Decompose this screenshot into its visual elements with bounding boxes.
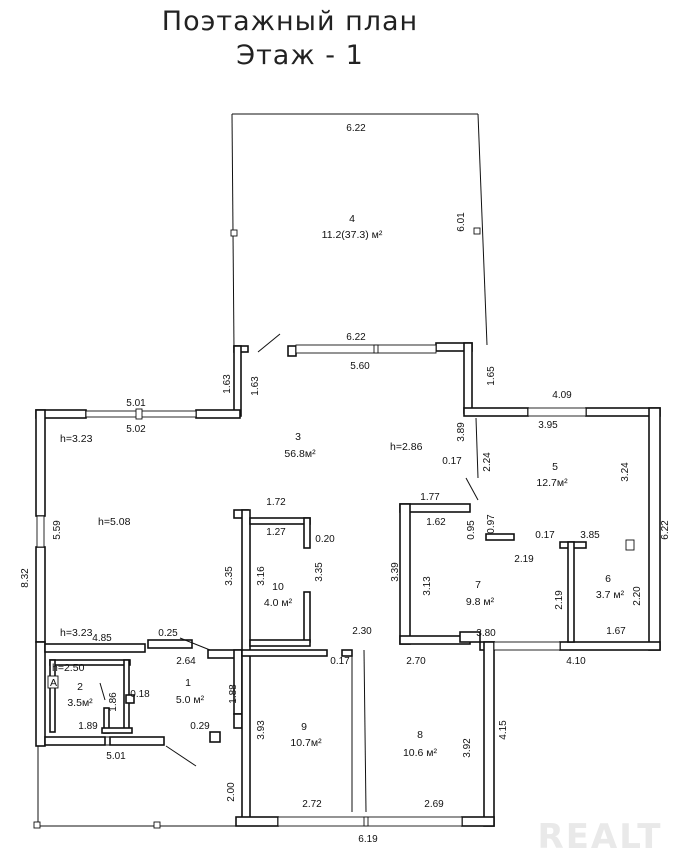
room-2-area: 3.5м² <box>67 697 93 709</box>
dimension: 1.77 <box>420 492 440 503</box>
dimension: 0.20 <box>315 534 335 545</box>
dimension: 1.89 <box>78 721 98 732</box>
room-8-area: 10.6 м² <box>403 747 438 759</box>
dimension: 2.64 <box>176 656 196 667</box>
dimension: 4.10 <box>566 656 586 667</box>
windows <box>36 344 635 827</box>
dimension: 1.27 <box>266 527 286 538</box>
dimension: 2.20 <box>632 586 643 606</box>
dimension: 3.39 <box>390 562 401 582</box>
height-label: h=2.50 <box>52 662 85 674</box>
dimension: 2.19 <box>514 554 534 565</box>
room-2-number: 2 <box>77 681 83 693</box>
dimension: 3.35 <box>314 562 325 582</box>
floor-label: Этаж - 1 <box>236 40 364 71</box>
dimension: 0.17 <box>535 530 555 541</box>
dimension: 1.67 <box>606 626 626 637</box>
room-1-number: 1 <box>185 677 191 689</box>
dimension: 0.95 <box>466 520 477 540</box>
dimension: 1.86 <box>108 692 119 712</box>
dimension: 2.69 <box>424 799 444 810</box>
doors: A <box>47 637 367 813</box>
dimension: 3.13 <box>422 576 433 596</box>
outdoor-boundary <box>33 746 236 829</box>
dimension: 0.18 <box>130 689 150 700</box>
dimension: 5.60 <box>350 361 370 372</box>
room-6-area: 3.7 м² <box>596 589 625 601</box>
height-label: h=5.08 <box>98 516 131 528</box>
dimension: 4.09 <box>552 390 572 401</box>
dimension: 6.19 <box>358 834 378 845</box>
dimension: 3.95 <box>538 420 558 431</box>
dimension: 4.15 <box>498 720 509 740</box>
dimension-labels: 6.22 6.22 5.60 5.01 5.02 4.09 3.95 0.17 … <box>78 123 626 845</box>
dimension: 5.59 <box>52 520 63 540</box>
plan-title: Поэтажный план <box>162 6 418 37</box>
dimension: 0.29 <box>190 721 210 732</box>
dimension: 3.85 <box>580 530 600 541</box>
dimension: 3.93 <box>256 720 267 740</box>
room-9-area: 10.7м² <box>290 737 322 749</box>
watermark-logo: REALT <box>538 817 663 857</box>
dimension: 2.72 <box>302 799 322 810</box>
dimension: 0.17 <box>442 456 462 467</box>
dimension: 1.63 <box>250 376 261 396</box>
dimension: 1.63 <box>222 374 233 394</box>
room-8-number: 8 <box>417 729 423 741</box>
room-5-number: 5 <box>552 461 558 473</box>
room-1-area: 5.0 м² <box>176 694 205 706</box>
dimension: 2.70 <box>406 656 426 667</box>
dimension: 6.22 <box>346 123 366 134</box>
dimension: 1.62 <box>426 517 446 528</box>
dimension: 0.17 <box>330 656 350 667</box>
room-7-number: 7 <box>475 579 481 591</box>
dimension: 3.16 <box>256 566 267 586</box>
terrace-outline <box>230 113 488 353</box>
dimension: 6.01 <box>456 212 467 232</box>
room-10-area: 4.0 м² <box>264 597 293 609</box>
dimension: 5.02 <box>126 424 146 435</box>
room-6-number: 6 <box>605 573 611 585</box>
dimension: 5.01 <box>106 751 126 762</box>
dimension: 2.00 <box>226 782 237 802</box>
room-4-number: 4 <box>349 213 355 225</box>
room-3-area: 56.8м² <box>284 448 316 460</box>
height-label: h=3.23 <box>60 433 93 445</box>
dimension: 1.72 <box>266 497 286 508</box>
dimension: 8.32 <box>20 568 31 588</box>
vertical-dimension-labels: 6.01 1.63 1.63 1.65 3.89 2.24 3.24 5.59 … <box>20 212 671 802</box>
dimension: 3.89 <box>456 422 467 442</box>
dimension: 1.88 <box>228 684 239 704</box>
dimension: 6.22 <box>346 332 366 343</box>
dimension: 3.92 <box>462 738 473 758</box>
room-7-area: 9.8 м² <box>466 596 495 608</box>
height-labels: h=3.23 h=5.08 h=2.86 h=3.23 h=2.50 <box>52 433 423 674</box>
dimension: 3.35 <box>224 566 235 586</box>
dimension: 2.19 <box>554 590 565 610</box>
dimension: 3.24 <box>620 462 631 482</box>
dimension: 2.24 <box>482 452 493 472</box>
dimension: 1.65 <box>486 366 497 386</box>
height-label: h=3.23 <box>60 627 93 639</box>
dimension: 6.22 <box>660 520 671 540</box>
dimension: 4.85 <box>92 633 112 644</box>
room-3-number: 3 <box>295 431 301 443</box>
dimension: 0.97 <box>486 514 497 534</box>
dimension: 5.01 <box>126 398 146 409</box>
walls <box>35 342 661 827</box>
room-4-area: 11.2(37.3) м² <box>322 229 383 241</box>
room-9-number: 9 <box>301 721 307 733</box>
height-label: h=2.86 <box>390 441 423 453</box>
stair-mark: A <box>50 677 57 689</box>
dimension: 0.25 <box>158 628 178 639</box>
room-10-number: 10 <box>272 581 284 593</box>
dimension: 2.30 <box>352 626 372 637</box>
dimension: 3.80 <box>476 628 496 639</box>
room-5-area: 12.7м² <box>536 477 568 489</box>
room-labels: 4 11.2(37.3) м² 3 56.8м² 5 12.7м² 7 9.8 … <box>67 213 624 759</box>
